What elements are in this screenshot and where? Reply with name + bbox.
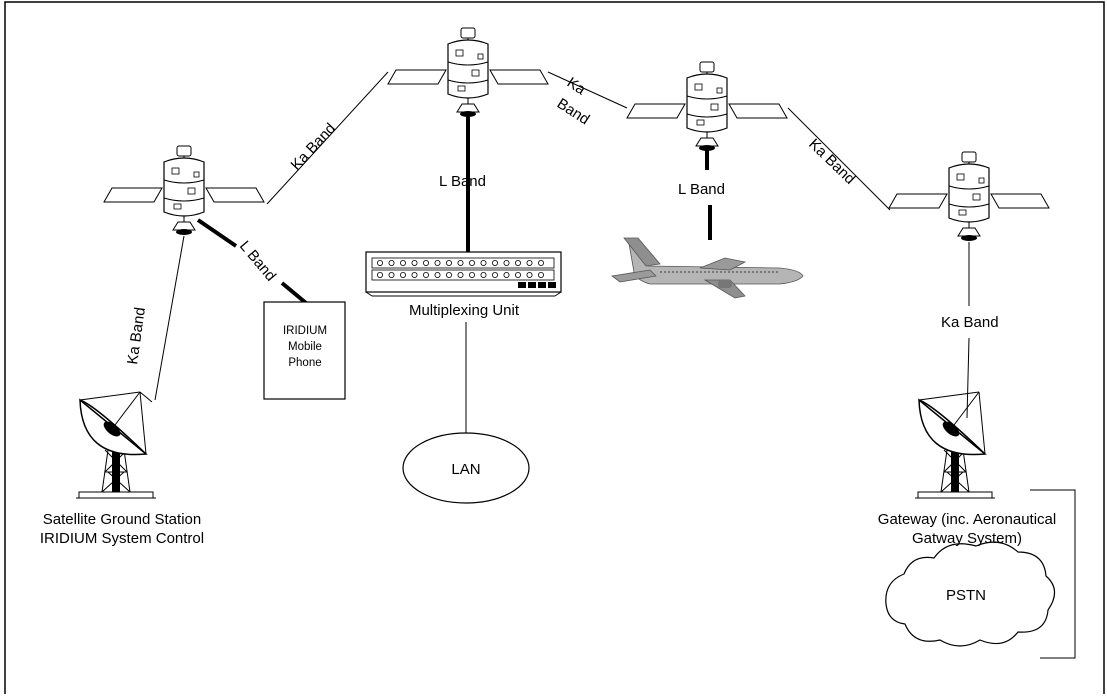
- satellite-icon: [103, 145, 265, 236]
- multiplexing-unit-icon: [365, 251, 562, 297]
- pstn-label: PSTN: [946, 587, 986, 604]
- link-ka-sat1-sat2: [266, 71, 389, 205]
- mux-port: [422, 259, 429, 266]
- satellite-dish-icon: [75, 391, 157, 499]
- mux-port: [538, 259, 545, 266]
- pstn-cloud: [885, 541, 1056, 647]
- label-l-band-sat3: L Band: [678, 181, 725, 198]
- gateway-label-line1: Gateway (inc. Aeronautical: [878, 511, 1056, 528]
- mux-port: [434, 271, 441, 278]
- mux-port: [411, 271, 418, 278]
- mux-port: [388, 259, 395, 266]
- link-ka-sat2-sat3: [547, 71, 628, 109]
- iridium-phone-box: [263, 301, 346, 400]
- aircraft-icon: [611, 237, 804, 299]
- mux-port: [376, 259, 383, 266]
- label-ka-band-sat1-sat2: Ka Band: [287, 120, 339, 174]
- lan-ellipse: [402, 432, 530, 504]
- label-ka-band-sat1-ground: Ka Band: [124, 306, 149, 365]
- label-ka-band-sat3-sat4: Ka Band: [805, 136, 858, 188]
- mux-port: [457, 259, 464, 266]
- mux-port: [422, 271, 429, 278]
- mux-port: [538, 271, 545, 278]
- label-l-band-sat2: L Band: [439, 173, 486, 190]
- mux-port: [480, 271, 487, 278]
- mux-port: [480, 259, 487, 266]
- mux-port: [491, 271, 498, 278]
- mux-port: [526, 271, 533, 278]
- mux-port: [445, 271, 452, 278]
- lan-label: LAN: [451, 461, 480, 478]
- mux-port: [399, 271, 406, 278]
- label-ka-band-sat4-gateway: Ka Band: [941, 314, 999, 331]
- link-l-sat1-phone-b: [280, 281, 308, 305]
- phone-label-line1: IRIDIUM: [283, 325, 327, 337]
- link-l-sat1-phone-a: [196, 218, 238, 248]
- satellite-icon: [387, 27, 549, 118]
- mux-port: [503, 259, 510, 266]
- link-ka-sat4-gateway-b: [966, 337, 970, 419]
- mux-port: [515, 259, 522, 266]
- mux-port: [411, 259, 418, 266]
- mux-port: [503, 271, 510, 278]
- satellite-dish-icon: [914, 391, 996, 499]
- mux-port: [515, 271, 522, 278]
- diagram-frame: [4, 1, 1105, 699]
- mux-port: [468, 271, 475, 278]
- link-ka-sat3-sat4: [787, 107, 891, 211]
- satellite-icon: [626, 61, 788, 152]
- mux-port: [388, 271, 395, 278]
- mux-port: [399, 259, 406, 266]
- gateway-label-line2: Gatway System): [912, 530, 1022, 547]
- label-ka-sat2-sat3: Ka: [564, 74, 589, 99]
- mux-label: Multiplexing Unit: [409, 302, 520, 319]
- phone-label-line2: Mobile: [288, 341, 322, 353]
- label-band-sat2-sat3: Band: [554, 95, 593, 128]
- mux-port: [468, 259, 475, 266]
- label-l-band-sat1-phone: L Band: [236, 238, 279, 285]
- link-ka-sat1-ground: [154, 235, 185, 401]
- mux-port: [457, 271, 464, 278]
- phone-label-line3: Phone: [288, 357, 321, 369]
- link-gateway-pstn: [1030, 489, 1076, 659]
- mux-port: [491, 259, 498, 266]
- ground-station-label-line2: IRIDIUM System Control: [40, 530, 204, 547]
- mux-port: [526, 259, 533, 266]
- mux-port: [445, 259, 452, 266]
- mux-port: [434, 259, 441, 266]
- satellite-icon: [888, 151, 1050, 242]
- ground-station-label-line1: Satellite Ground Station: [43, 511, 201, 528]
- mux-port: [376, 271, 383, 278]
